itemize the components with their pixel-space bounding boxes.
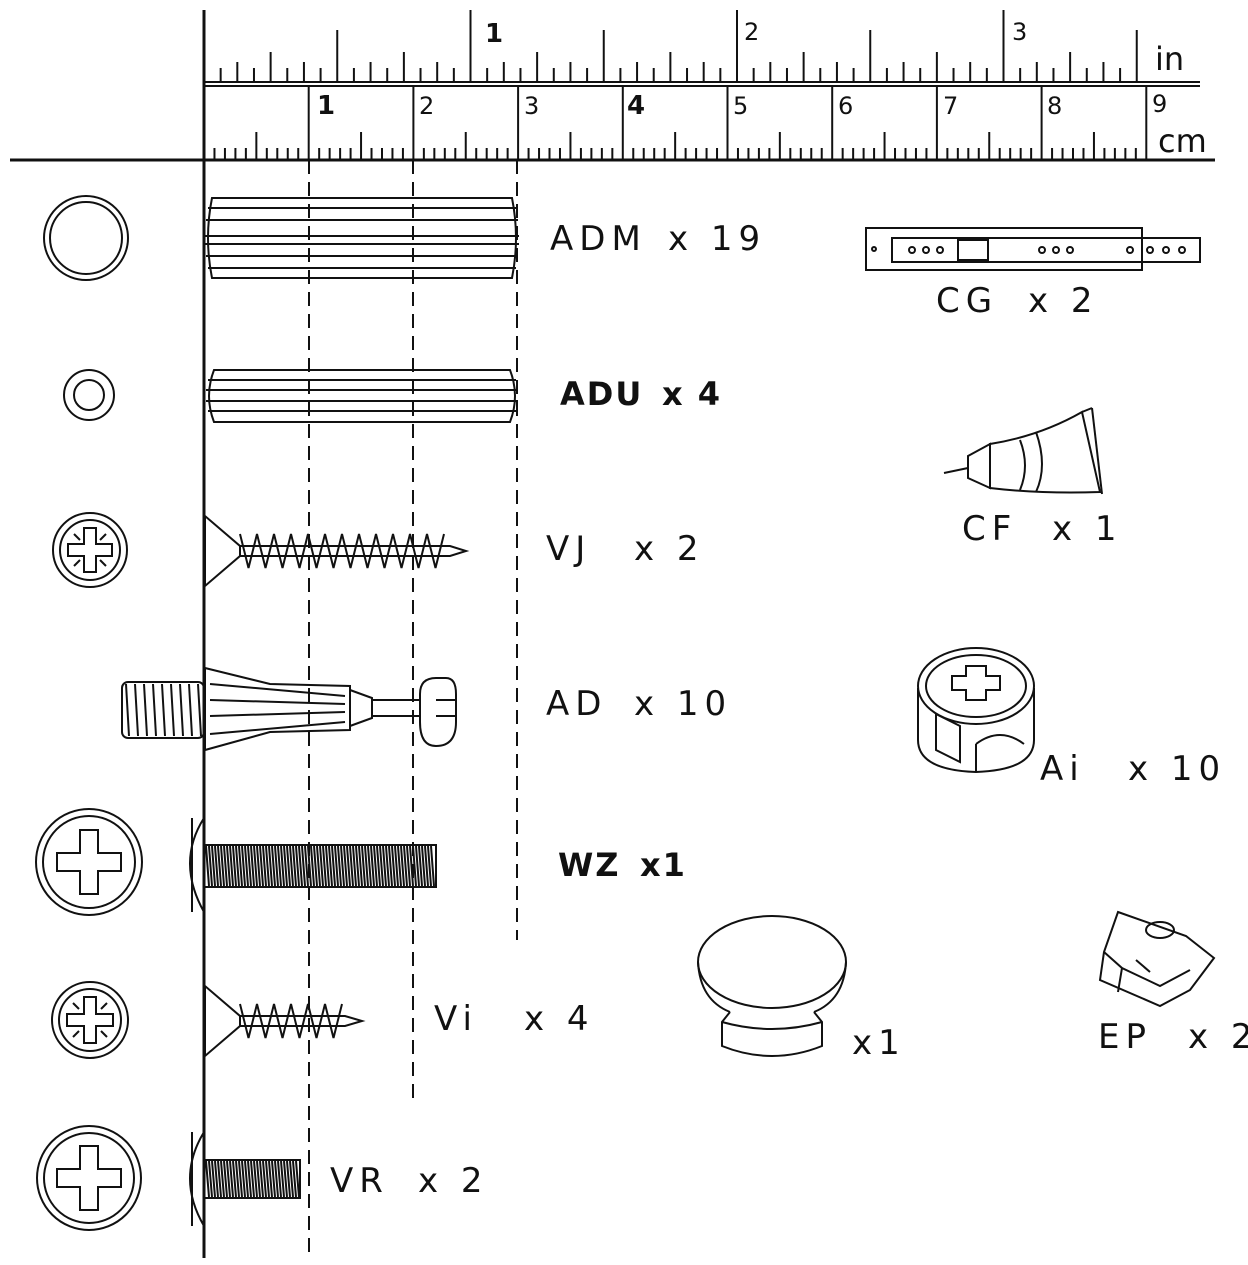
ep-qty: x 2: [1188, 1017, 1248, 1057]
cm-ticks: [203, 86, 1148, 160]
ad-cam-bolt-icon: [121, 666, 457, 752]
wz-phillips-head-icon: [35, 808, 143, 916]
cm-label-8: 8: [1047, 92, 1062, 120]
inch-label-3: 3: [1012, 18, 1027, 46]
cm-label-4: 4: [627, 91, 645, 121]
inch-ticks: [203, 10, 1138, 82]
ep-code: EP: [1098, 1017, 1152, 1057]
cm-label-2: 2: [419, 92, 434, 120]
cm-label-7: 7: [943, 92, 958, 120]
cg-qty: x 2: [1028, 281, 1099, 321]
vi-code: Vi: [434, 999, 478, 1039]
part-adu: ADU x 4: [63, 369, 722, 423]
cf-code: CF: [962, 509, 1017, 549]
part-ad: AD x 10: [121, 666, 732, 752]
adm-end-view-icon: [43, 195, 129, 281]
part-cg: CG x 2: [865, 227, 1201, 321]
part-wz: WZ x1: [35, 808, 687, 916]
wz-qty: x1: [640, 846, 687, 884]
vj-code: VJ: [546, 529, 591, 569]
vi-qty: x 4: [524, 999, 595, 1039]
adu-end-view-icon: [63, 369, 115, 421]
vi-screw-icon: [204, 983, 366, 1059]
vi-pozi-head-icon: [51, 981, 129, 1059]
vr-code: VR: [330, 1161, 389, 1201]
cf-qty: x 1: [1052, 509, 1123, 549]
vj-screw-icon: [204, 513, 470, 589]
cm-unit: cm: [1158, 122, 1207, 160]
cm-label-3: 3: [524, 92, 539, 120]
vj-qty: x 2: [634, 529, 705, 569]
cm-label-1: 1: [317, 91, 335, 121]
part-ep: EP x 2: [1098, 910, 1248, 1057]
knob-icon: [697, 915, 847, 1057]
part-ai: Ai x 10: [917, 647, 1226, 789]
ai-qty: x 10: [1128, 749, 1226, 789]
ai-cam-lock-icon: [917, 647, 1035, 774]
part-cf: CF x 1: [943, 407, 1123, 549]
cg-code: CG: [936, 281, 998, 321]
vr-phillips-head-icon: [36, 1125, 142, 1231]
ep-clip-icon: [1098, 910, 1216, 1008]
adm-code: ADM: [550, 219, 647, 259]
adu-dowel-icon: [206, 369, 518, 423]
adu-code: ADU: [560, 375, 643, 413]
adu-qty: x 4: [662, 375, 722, 413]
vr-bolt-icon: [189, 1131, 301, 1227]
part-knob: x1: [697, 915, 906, 1063]
adm-dowel-icon: [205, 197, 519, 279]
inch-label-2: 2: [744, 18, 759, 46]
cm-label-6: 6: [838, 92, 853, 120]
wz-bolt-icon: [189, 817, 437, 913]
vj-pozi-head-icon: [52, 512, 128, 588]
cf-glue-tube-icon: [943, 407, 1103, 495]
cg-drawer-slide-icon: [865, 227, 1201, 271]
ad-qty: x 10: [634, 684, 732, 724]
part-vr: VR x 2: [36, 1125, 489, 1231]
adm-qty: x 19: [668, 219, 766, 259]
wz-code: WZ: [558, 846, 621, 884]
inch-label-1: 1: [485, 19, 503, 49]
ai-code: Ai: [1040, 749, 1085, 789]
part-adm: ADM x 19: [43, 195, 766, 281]
cm-label-5: 5: [733, 92, 748, 120]
ruler: 1 2 3 in 1 2 3 4 5 6 7 8 9 cm: [10, 10, 1215, 1258]
knob-qty: x1: [852, 1023, 906, 1063]
inch-unit: in: [1155, 40, 1184, 78]
ad-code: AD: [546, 684, 607, 724]
part-vi: Vi x 4: [51, 981, 595, 1059]
part-vj: VJ x 2: [52, 512, 705, 589]
vr-qty: x 2: [418, 1161, 489, 1201]
cm-label-9: 9: [1152, 90, 1167, 118]
